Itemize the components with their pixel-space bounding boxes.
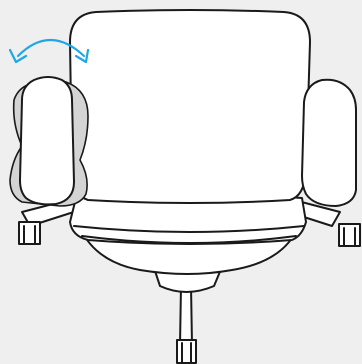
backrest xyxy=(69,9,311,204)
curved-double-arrow-icon xyxy=(8,38,90,64)
right-armrest xyxy=(301,78,357,207)
left-armrest xyxy=(19,76,75,206)
